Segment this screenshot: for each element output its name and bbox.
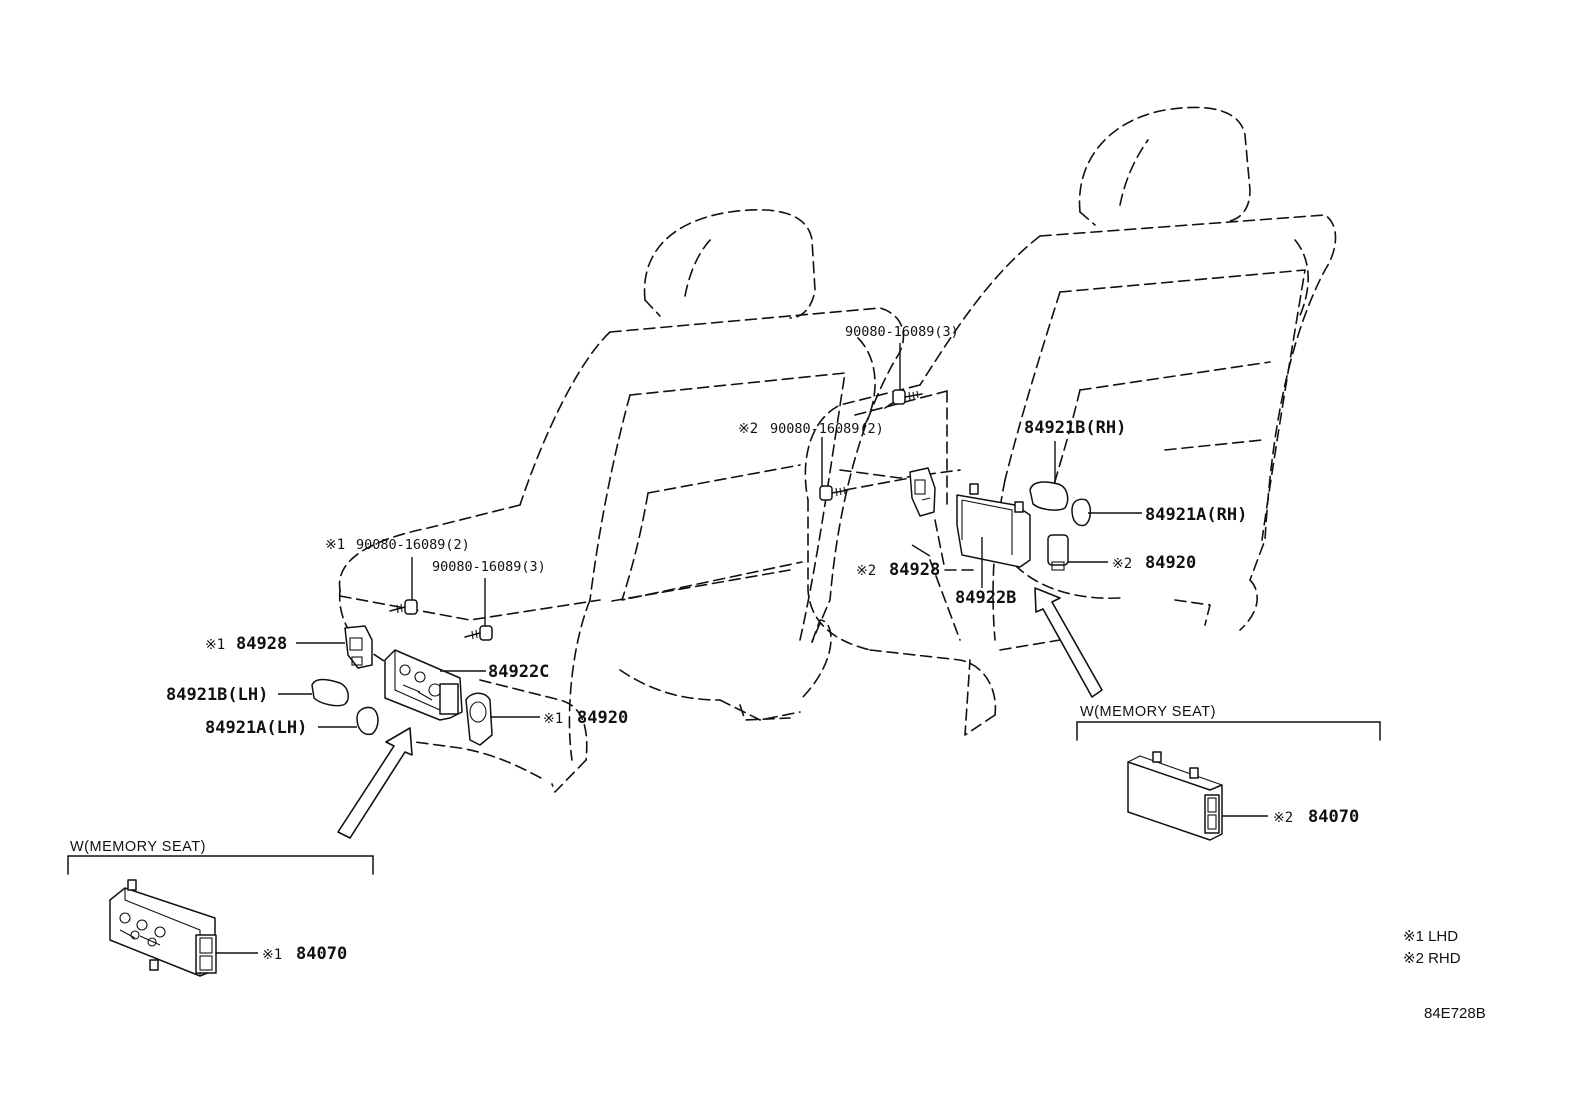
cover-84922B	[956, 483, 1031, 568]
label-84921A-RH: 84921A(RH)	[1145, 505, 1247, 525]
knob-84921A-RH	[1071, 498, 1092, 527]
caption-memory-seat-left: W(MEMORY SEAT)	[70, 839, 206, 855]
label-84921A-LH: 84921A(LH)	[205, 718, 307, 738]
memory-module-84070-right	[1127, 751, 1223, 841]
arrow-right-memory	[1034, 587, 1103, 698]
label-90080-16089-3-left: 90080-16089(3)	[432, 559, 546, 575]
label-84928-right: 84928	[889, 560, 940, 580]
switch-base-84922C	[384, 649, 463, 721]
bolt-90080-16089-2-right	[819, 485, 849, 501]
label-84922C: 84922C	[488, 662, 549, 682]
label-84921B-RH: 84921B(RH)	[1024, 418, 1126, 438]
memory-bracket-left	[67, 855, 374, 875]
label-84928-left: 84928	[236, 634, 287, 654]
knob-84921B-RH	[1029, 481, 1069, 511]
mark-rhd-bolt: ※2	[738, 421, 758, 437]
caption-memory-seat-right: W(MEMORY SEAT)	[1080, 704, 1216, 720]
bolt-90080-16089-3-right	[892, 389, 923, 405]
label-84921B-LH: 84921B(LH)	[166, 685, 268, 705]
mark-lhd-84928: ※1	[205, 637, 225, 653]
label-84922B: 84922B	[955, 588, 1016, 608]
switch-84928-right	[909, 467, 936, 517]
legend-lhd: ※1 LHD	[1403, 928, 1458, 945]
mark-rhd-84920: ※2	[1112, 556, 1132, 572]
label-90080-16089-2-right: 90080-16089(2)	[770, 421, 884, 437]
mark-rhd-84070: ※2	[1273, 810, 1293, 826]
diagram-code: 84E728B	[1424, 1005, 1486, 1022]
label-84920-right: 84920	[1145, 553, 1196, 573]
switch-84928-left	[344, 625, 373, 669]
legend-rhd: ※2 RHD	[1403, 950, 1461, 967]
label-90080-16089-3-right: 90080-16089(3)	[845, 324, 959, 340]
bolt-90080-16089-2-left	[389, 599, 418, 615]
left-seat-outline	[338, 209, 905, 793]
memory-bracket-right	[1076, 721, 1381, 741]
mark-rhd-84928: ※2	[856, 563, 876, 579]
label-84070-right: 84070	[1308, 807, 1359, 827]
arrow-left-memory	[337, 727, 413, 839]
label-90080-16089-2-left: 90080-16089(2)	[356, 537, 470, 553]
leader-lines	[216, 343, 1268, 954]
part-labels: 90080-16089(3) ※2 90080-16089(2) 84921B(…	[166, 324, 1359, 964]
label-84070-left: 84070	[296, 944, 347, 964]
knob-84920-left	[465, 692, 493, 746]
mark-lhd-84070: ※1	[262, 947, 282, 963]
mark-lhd-84920: ※1	[543, 711, 563, 727]
label-84920-left: 84920	[577, 708, 628, 728]
knob-84921A-LH	[356, 706, 379, 736]
knob-84920-right	[1047, 534, 1069, 571]
memory-module-84070-left	[109, 879, 217, 977]
bolt-90080-16089-3-left	[464, 625, 493, 641]
mark-lhd-bolt: ※1	[325, 537, 345, 553]
knob-84921B-LH	[311, 678, 350, 707]
